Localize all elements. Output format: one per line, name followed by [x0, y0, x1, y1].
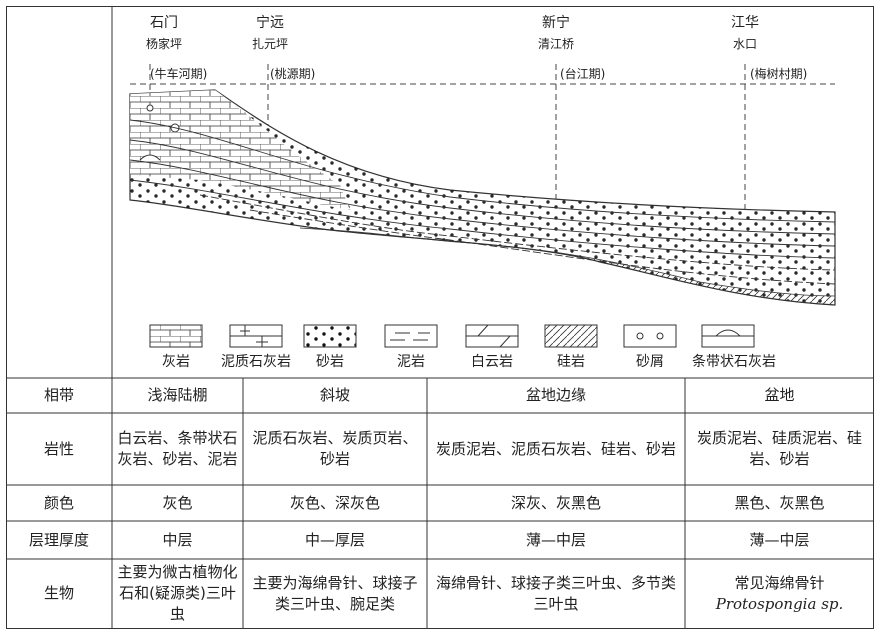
bedding-cell-basin: 薄—中层 [749, 530, 810, 549]
header-cell-2: 斜坡 [319, 386, 350, 404]
section-name-3: 江华 [731, 15, 759, 31]
row-label-lithology: 岩性 [43, 439, 74, 458]
color-cell-basin-margin: 深灰、灰黑色 [510, 493, 601, 512]
section-sub-1: 扎元坪 [252, 37, 288, 51]
legend-label-1: 泥质石灰岩 [221, 354, 291, 370]
outer-frame [6, 6, 874, 629]
color-cell-slope: 灰色、深灰色 [289, 493, 380, 512]
biota-cell-basin-margin: 海绵骨针、球接子类三叶虫、多节类三叶虫 [435, 573, 676, 613]
legend-label-6: 砂屑 [636, 354, 664, 370]
section-name-2: 新宁 [542, 14, 570, 31]
section-sub-2: 清江桥 [538, 37, 574, 51]
legend-label-7: 条带状石灰岩 [692, 353, 776, 370]
row-label-color: 颜色 [43, 493, 74, 512]
bedding-cell-basin-margin: 薄—中层 [525, 530, 586, 549]
header-cell-4: 盆地 [764, 386, 795, 404]
legend-label-0: 灰岩 [162, 354, 190, 370]
legend: 灰岩 泥质石灰岩 砂岩 泥岩 白云岩 硅岩 砂屑 条带状石灰岩 [149, 324, 776, 370]
section-name-1: 宁远 [256, 14, 284, 31]
legend-label-5: 硅岩 [557, 354, 585, 370]
header-cell-1: 浅海陆棚 [147, 386, 208, 404]
row-label-bedding: 层理厚度 [28, 530, 89, 549]
legend-swatch-grainstone [623, 324, 677, 348]
section-sub-0: 杨家坪 [146, 36, 182, 51]
facies-table-grid [6, 378, 874, 628]
color-cell-basin: 黑色、灰黑色 [734, 493, 825, 512]
bedding-cell-shelf: 中层 [162, 530, 193, 549]
biota-cell-slope: 主要为海绵骨针、球接子类三叶虫、腕足类 [252, 573, 418, 613]
lithology-cell-shelf: 白云岩、条带状石灰岩、砂岩、泥岩 [117, 429, 238, 468]
bedding-cell-slope: 中—厚层 [304, 530, 365, 549]
header-cell-3: 盆地边缘 [525, 386, 586, 404]
lithology-cell-slope: 泥质石灰岩、炭质页岩、砂岩 [252, 429, 418, 468]
legend-label-4: 白云岩 [471, 354, 513, 370]
legend-swatch-chert [544, 324, 598, 348]
biota-cell-basin: 常见海绵骨针 Protospongia sp. [685, 559, 874, 628]
row-label-biota: 生物 [43, 584, 74, 602]
lithology-cell-basin-margin: 炭质泥岩、泥质石灰岩、硅岩、砂岩 [435, 439, 676, 458]
legend-swatch-sandstone [303, 324, 357, 348]
stage-label-1: (桃源期) [270, 66, 315, 81]
legend-swatch-limestone [149, 324, 203, 348]
stage-label-0: (牛车河期) [150, 66, 207, 81]
biota-basin-species: Protospongia sp. [715, 594, 844, 613]
color-cell-shelf: 灰色 [162, 493, 193, 512]
biota-cell-shelf: 主要为微古植物化石和(疑源类)三叶虫 [117, 563, 238, 623]
lithology-cell-basin: 炭质泥岩、硅质泥岩、硅岩、砂岩 [696, 429, 862, 468]
stage-label-2: (台江期) [560, 66, 605, 81]
legend-label-2: 砂岩 [316, 354, 344, 370]
stage-label-3: (梅树村期) [750, 66, 807, 81]
biota-basin-text: 常见海绵骨针 [734, 573, 825, 592]
header-cell-0: 相带 [43, 386, 74, 404]
strata-cross-section [129, 89, 836, 306]
legend-label-3: 泥岩 [397, 354, 425, 370]
legend-swatch-mudstone [384, 324, 438, 348]
section-sub-3: 水口 [733, 37, 757, 51]
section-name-0: 石门 [150, 15, 178, 31]
